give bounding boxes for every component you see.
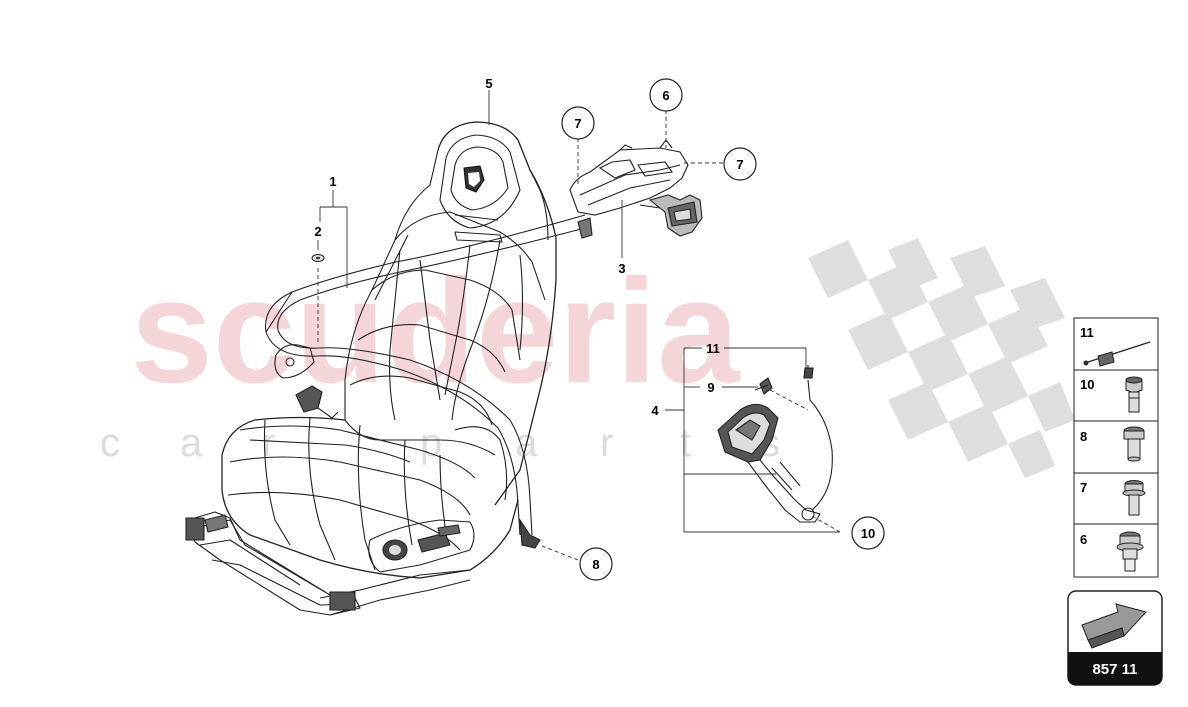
direction-arrow-icon <box>1081 603 1147 649</box>
callouts: 1 2 5 3 4 11 9 6 7 7 8 10 <box>311 76 885 581</box>
shoulder-bolt-icon <box>1123 426 1145 462</box>
callout-4: 4 <box>651 403 659 418</box>
hex-bolt-icon <box>1125 376 1143 413</box>
nut-icon <box>311 254 325 262</box>
callout-circle-8: 8 <box>579 547 613 581</box>
legend-number: 11 <box>1080 325 1094 340</box>
buckle-assembly-drawing <box>717 365 833 523</box>
watermark-letter: c <box>100 421 120 465</box>
legend-row: 6 <box>1080 531 1144 572</box>
flange-bolt-icon <box>1122 480 1146 516</box>
legend-row: 10 <box>1080 376 1143 413</box>
legend-number: 8 <box>1080 429 1087 444</box>
legend-number: 7 <box>1080 480 1087 495</box>
watermark-letter: p <box>420 421 442 465</box>
callout-7-right: 7 <box>736 157 743 172</box>
callout-6: 6 <box>662 88 669 103</box>
callout-circle-6: 6 <box>649 78 683 112</box>
watermark-letter: t <box>680 421 691 465</box>
legend-number: 6 <box>1080 532 1087 547</box>
page-reference-label: 857 11 <box>1092 661 1137 678</box>
watermark-letter: a <box>180 421 203 465</box>
fastener-legend: 11 10 8 7 <box>1073 317 1159 578</box>
callout-3: 3 <box>618 261 625 276</box>
watermark: scuderia c a r p a r t s <box>100 238 1075 478</box>
page-reference-badge: 857 11 <box>1067 590 1163 686</box>
watermark-brand: scuderia <box>131 249 741 414</box>
leader-lines <box>317 90 841 561</box>
legend-row: 7 <box>1080 480 1146 516</box>
seat-drawing <box>185 121 557 616</box>
legend-number: 10 <box>1080 377 1094 392</box>
callout-circle-10: 10 <box>851 516 885 550</box>
callout-1: 1 <box>329 174 336 189</box>
watermark-letter: r <box>600 421 613 465</box>
callout-circle-7-right: 7 <box>723 147 757 181</box>
callout-circle-7-left: 7 <box>561 106 595 140</box>
callout-10: 10 <box>861 526 875 541</box>
legend-row: 8 <box>1080 426 1145 462</box>
callout-5: 5 <box>485 76 492 91</box>
collar-bolt-icon <box>1116 531 1144 572</box>
cable-tie-icon <box>1083 341 1151 367</box>
callout-9: 9 <box>707 380 714 395</box>
callout-7-left: 7 <box>574 116 581 131</box>
watermark-flag <box>808 238 1075 478</box>
callout-8: 8 <box>592 557 599 572</box>
callout-2: 2 <box>314 224 321 239</box>
legend-row: 11 <box>1080 325 1151 367</box>
seat-belt-drawing <box>264 139 703 549</box>
callout-11: 11 <box>706 341 720 356</box>
